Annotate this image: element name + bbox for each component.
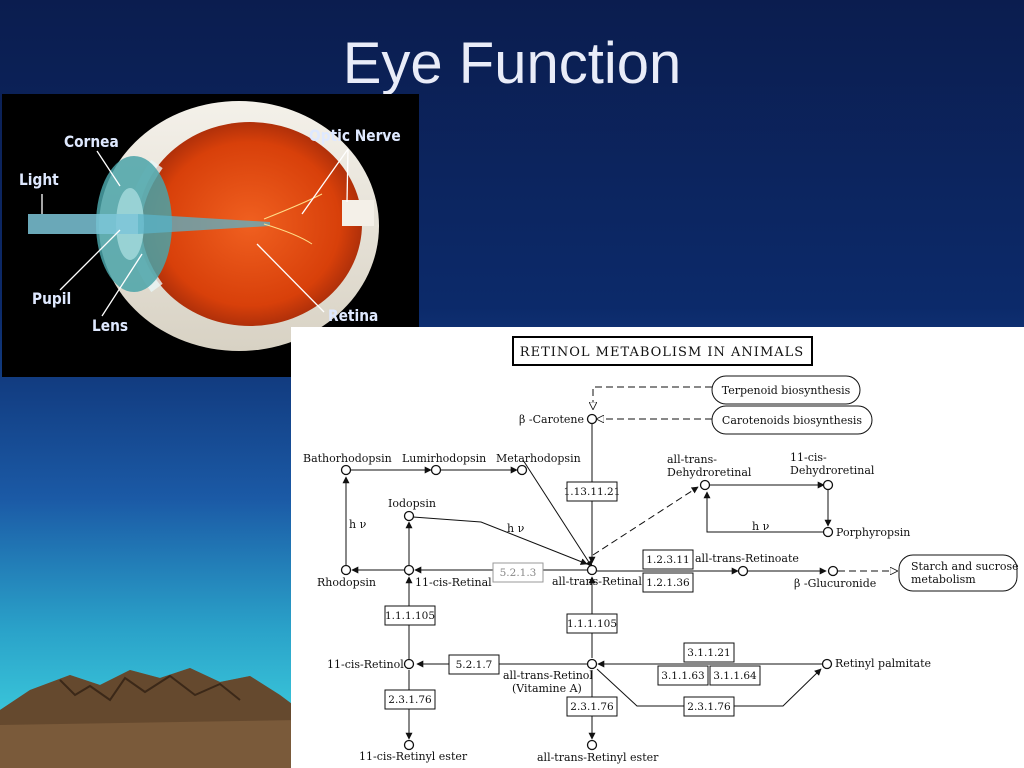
label-11-cis-retinol: 11-cis-Retinol [327,658,404,671]
pupil-label: Pupil [32,289,72,308]
label-metarhodopsin: Metarhodopsin [496,452,581,465]
label-retinyl-palmitate: Retinyl palmitate [835,657,931,670]
enzyme-2-3-1-76-mid[interactable]: 2.3.1.76 [566,696,618,717]
enzyme-3-1-1-63[interactable]: 3.1.1.63 [657,665,709,686]
label-lumirhodopsin: Lumirhodopsin [402,452,486,465]
retinol-pathway-diagram: RETINOL METABOLISM IN ANIMALS Terpenoid … [291,327,1024,768]
svg-text:2.3.1.76: 2.3.1.76 [687,701,731,713]
compound-porphyropsin[interactable] [822,526,834,538]
compound-metarhodopsin[interactable] [516,464,528,476]
light-label-3: h ν [752,520,770,533]
enzyme-5-2-1-3[interactable]: 5.2.1.3 [492,562,544,583]
svg-text:2.3.1.76: 2.3.1.76 [388,694,432,706]
enzyme-2-3-1-76-right[interactable]: 2.3.1.76 [683,696,735,717]
svg-text:1.2.1.36: 1.2.1.36 [646,577,690,589]
map-starch-sucrose-metabolism[interactable]: Starch and sucrose metabolism [898,554,1019,592]
svg-text:1.13.11.21: 1.13.11.21 [564,486,621,498]
compound-retinyl-palmitate[interactable] [821,658,833,670]
enzyme-1-2-1-36[interactable]: 1.2.1.36 [642,572,694,593]
svg-text:5.2.1.3: 5.2.1.3 [500,567,537,579]
enzyme-1-2-3-11[interactable]: 1.2.3.11 [642,549,694,570]
eye-anatomy-figure: Cornea Optic Nerve Light Pupil Lens Reti… [2,94,419,377]
compound-rhodopsin[interactable] [340,564,352,576]
svg-text:1.1.1.105: 1.1.1.105 [385,610,435,622]
svg-text:3.1.1.64: 3.1.1.64 [713,670,757,682]
pathway-svg: RETINOL METABOLISM IN ANIMALS Terpenoid … [303,336,1019,764]
compound-bathorhodopsin[interactable] [340,464,352,476]
cornea-label: Cornea [64,132,119,151]
label-beta-carotene: β -Carotene [519,413,584,426]
svg-text:Terpenoid biosynthesis: Terpenoid biosynthesis [722,384,851,397]
optic-nerve-label: Optic Nerve [309,126,401,145]
slide-title: Eye Function [342,31,682,96]
compound-11-cis-retinyl-ester[interactable] [403,739,415,751]
label-11-cis-retinyl-ester: 11-cis-Retinyl ester [359,750,468,763]
light-label: Light [19,170,59,189]
compound-all-trans-retinol[interactable] [586,658,598,670]
light-label-2: h ν [507,522,525,535]
retina-label: Retina [328,306,379,325]
label-all-trans-retinal: all-trans-Retinal [552,575,642,588]
label-11-cis-dehydroretinal-2: Dehydroretinal [790,464,875,477]
enzyme-5-2-1-7[interactable]: 5.2.1.7 [448,654,500,675]
svg-text:RETINOL METABOLISM IN ANIMALS: RETINOL METABOLISM IN ANIMALS [520,345,804,360]
label-all-trans-retinol-1: all-trans-Retinol [503,669,593,682]
light-beam [28,214,138,234]
mountain-landscape [0,668,300,768]
compound-beta-carotene[interactable] [586,413,598,425]
enzyme-1-1-1-105-left[interactable]: 1.1.1.105 [384,605,436,626]
label-11-cis-dehydroretinal-1: 11-cis- [790,451,827,464]
svg-text:Starch and sucrose: Starch and sucrose [911,560,1019,573]
eye-illustration [28,101,379,351]
svg-text:1.1.1.105: 1.1.1.105 [567,618,617,630]
map-carotenoids-biosynthesis[interactable]: Carotenoids biosynthesis [711,405,873,435]
compound-11-cis-dehydroretinal[interactable] [822,479,834,491]
svg-text:Carotenoids biosynthesis: Carotenoids biosynthesis [722,414,862,427]
compound-lumirhodopsin[interactable] [430,464,442,476]
label-all-trans-retinol-2: (Vitamine A) [512,682,582,695]
svg-text:metabolism: metabolism [911,573,976,586]
label-all-trans-retinyl-ester: all-trans-Retinyl ester [537,751,659,764]
label-11-cis-retinal: 11-cis-Retinal [415,576,492,589]
svg-text:1.2.3.11: 1.2.3.11 [646,554,689,566]
label-bathorhodopsin: Bathorhodopsin [303,452,392,465]
enzyme-2-3-1-76-left[interactable]: 2.3.1.76 [384,689,436,710]
compound-11-cis-retinol[interactable] [403,658,415,670]
svg-text:3.1.1.21: 3.1.1.21 [687,647,730,659]
compound-iodopsin[interactable] [403,510,415,522]
enzyme-3-1-1-64[interactable]: 3.1.1.64 [709,665,761,686]
svg-text:5.2.1.7: 5.2.1.7 [456,659,493,671]
compound-11-cis-retinal[interactable] [403,564,415,576]
lens-label: Lens [92,316,129,335]
svg-text:3.1.1.63: 3.1.1.63 [661,670,704,682]
enzyme-3-1-1-21[interactable]: 3.1.1.21 [683,642,735,663]
label-porphyropsin: Porphyropsin [836,526,910,539]
enzyme-1-1-1-105-mid[interactable]: 1.1.1.105 [566,613,618,634]
optic-nerve-shape [342,200,374,226]
enzyme-1-13-11-21[interactable]: 1.13.11.21 [564,481,621,502]
light-label-1: h ν [349,518,367,531]
label-beta-glucuronide: β -Glucuronide [794,577,876,590]
compound-beta-glucuronide[interactable] [827,565,839,577]
label-all-trans-retinoate: all-trans-Retinoate [695,552,799,565]
map-terpenoid-biosynthesis[interactable]: Terpenoid biosynthesis [711,375,861,405]
compound-all-trans-dehydroretinal[interactable] [699,479,711,491]
pathway-title: RETINOL METABOLISM IN ANIMALS [512,336,813,366]
label-iodopsin: Iodopsin [388,497,436,510]
compound-all-trans-retinoate[interactable] [737,565,749,577]
label-all-trans-dehydroretinal-1: all-trans- [667,453,717,466]
label-rhodopsin: Rhodopsin [317,576,376,589]
compound-all-trans-retinal[interactable] [586,564,598,576]
svg-text:2.3.1.76: 2.3.1.76 [570,701,614,713]
compound-all-trans-retinyl-ester[interactable] [586,739,598,751]
label-all-trans-dehydroretinal-2: Dehydroretinal [667,466,752,479]
